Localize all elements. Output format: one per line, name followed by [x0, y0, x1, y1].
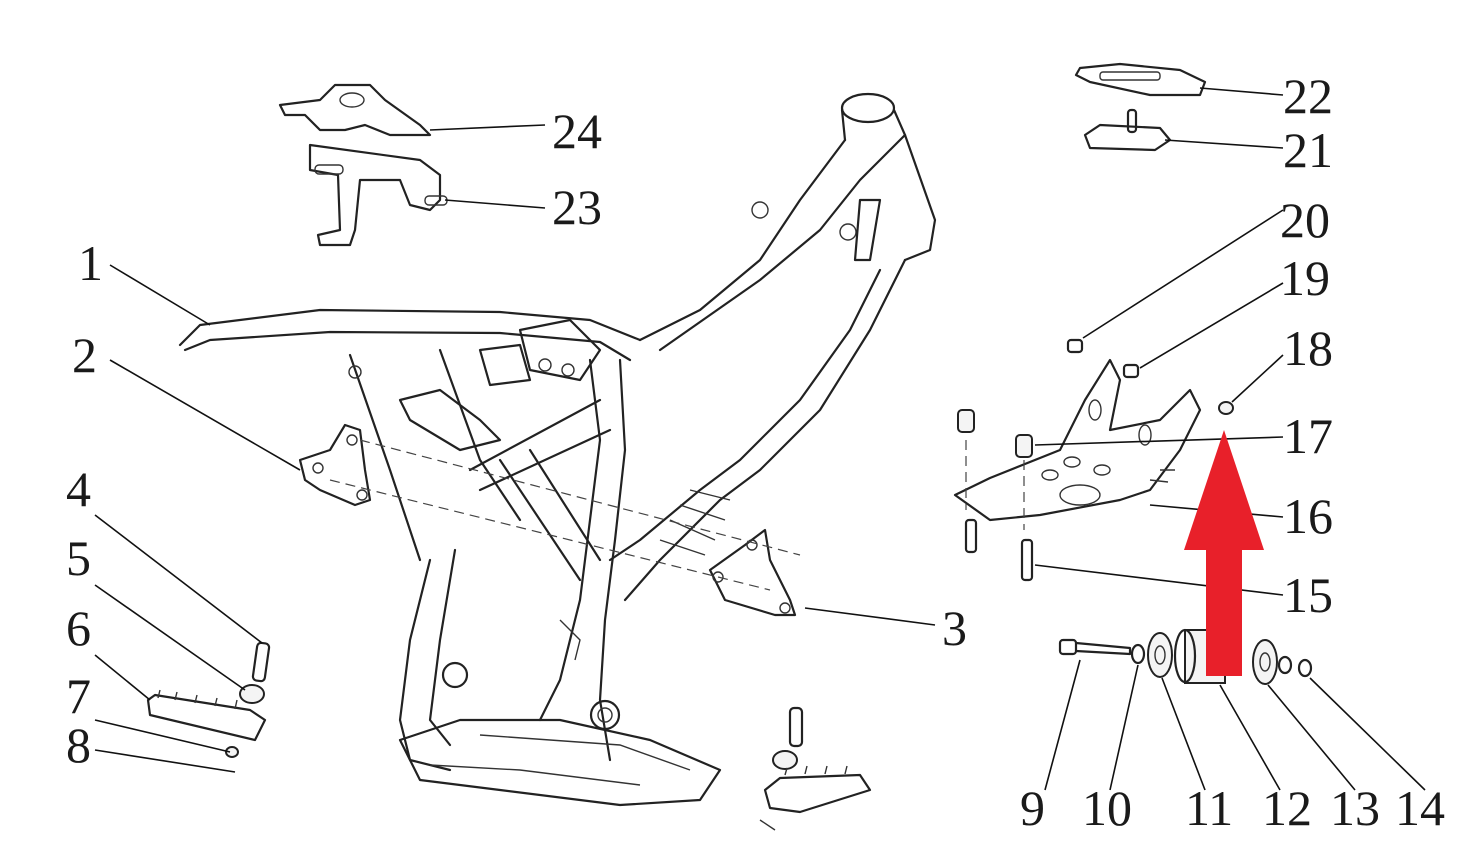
part-10-washer — [1130, 643, 1146, 665]
right-footpeg-assembly — [759, 706, 872, 831]
callout-8: 8 — [66, 717, 91, 773]
part-22-plate — [1074, 62, 1207, 97]
part-18-bolt — [1218, 401, 1234, 415]
callout-labels: 1 2 3 4 5 6 7 8 9 10 11 12 13 14 15 16 1… — [66, 68, 1445, 836]
part-9-pivot-bolt — [1058, 638, 1132, 656]
part-11-washer — [1147, 632, 1173, 678]
part-14-nut — [1297, 658, 1313, 678]
callout-11: 11 — [1185, 780, 1233, 836]
part-23-bracket — [308, 143, 448, 247]
callout-19: 19 — [1280, 250, 1330, 306]
callout-24: 24 — [552, 103, 602, 159]
main-frame — [178, 92, 937, 807]
callout-13: 13 — [1330, 780, 1380, 836]
callout-22: 22 — [1283, 68, 1333, 124]
callout-2: 2 — [72, 327, 97, 383]
alignment-line-a — [359, 439, 801, 556]
part-15-bolts — [964, 518, 1034, 582]
callout-23: 23 — [552, 179, 602, 235]
part-2-bracket — [298, 423, 372, 507]
callout-1: 1 — [78, 235, 103, 291]
callout-3: 3 — [942, 600, 967, 656]
callout-10: 10 — [1082, 780, 1132, 836]
part-17-bushings — [957, 409, 1033, 458]
callout-6: 6 — [66, 600, 91, 656]
part-21-plate — [1083, 108, 1172, 152]
callout-5: 5 — [66, 530, 91, 586]
part-13-washer — [1252, 639, 1293, 685]
callout-20: 20 — [1280, 192, 1330, 248]
part-3-bracket — [708, 528, 797, 617]
callout-9: 9 — [1020, 780, 1045, 836]
red-highlight-arrow — [1184, 430, 1264, 676]
part-19-spacer — [1122, 363, 1140, 379]
callout-4: 4 — [66, 461, 91, 517]
callout-21: 21 — [1283, 122, 1333, 178]
callout-15: 15 — [1283, 567, 1333, 623]
callout-17: 17 — [1283, 408, 1333, 464]
part-20-spacer — [1066, 338, 1084, 354]
callout-12: 12 — [1262, 780, 1312, 836]
callout-16: 16 — [1283, 488, 1333, 544]
callout-18: 18 — [1283, 320, 1333, 376]
alignment-line-b — [329, 479, 771, 591]
leader-lines — [94, 87, 1426, 791]
part-24-bracket — [278, 83, 432, 137]
callout-14: 14 — [1395, 780, 1445, 836]
left-footpeg-assembly — [146, 641, 271, 758]
callout-7: 7 — [66, 668, 91, 724]
part-16-skid-plate — [953, 358, 1202, 522]
